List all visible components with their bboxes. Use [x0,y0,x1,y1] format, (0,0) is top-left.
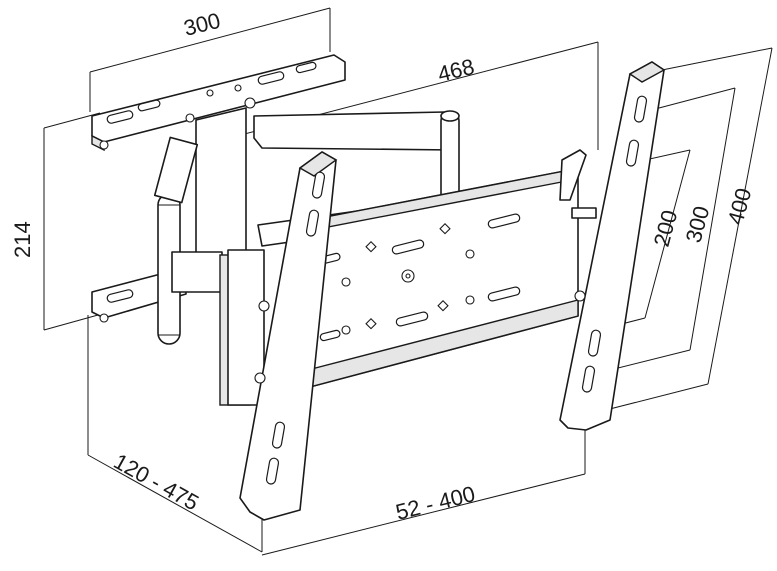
label-300-top: 300 [181,8,223,41]
tv-bracket-right [559,61,666,431]
arm-joint-block [171,251,223,293]
dimension-lines [43,7,773,556]
label-width-range: 52 - 400 [393,481,477,525]
knob-left-upper [258,300,270,312]
knob-left-lower [254,372,266,384]
label-214: 214 [10,221,35,258]
dim-line-200 [644,149,691,319]
label-vesa-200: 200 [649,207,683,249]
dim-line-300-vesa [689,87,736,351]
dim-line-300-top [89,7,331,73]
ext-line-400-top [661,47,773,71]
wall-plate [91,54,346,323]
upper-arm [253,111,456,151]
ext-line-214-bottom [43,314,99,331]
label-468: 468 [435,54,477,87]
label-depth: 120 - 475 [110,449,203,516]
dim-line-width [261,473,586,556]
dim-line-400 [707,47,773,385]
knob-right-lower [574,290,586,302]
ext-line-400-bottom [597,383,709,413]
tv-bracket-left [239,151,338,521]
ext-line-214-top [43,112,101,129]
label-vesa-400: 400 [723,185,757,227]
tv-plate [299,169,579,389]
knob-right-upper [571,207,597,219]
dim-line-depth [87,454,263,553]
